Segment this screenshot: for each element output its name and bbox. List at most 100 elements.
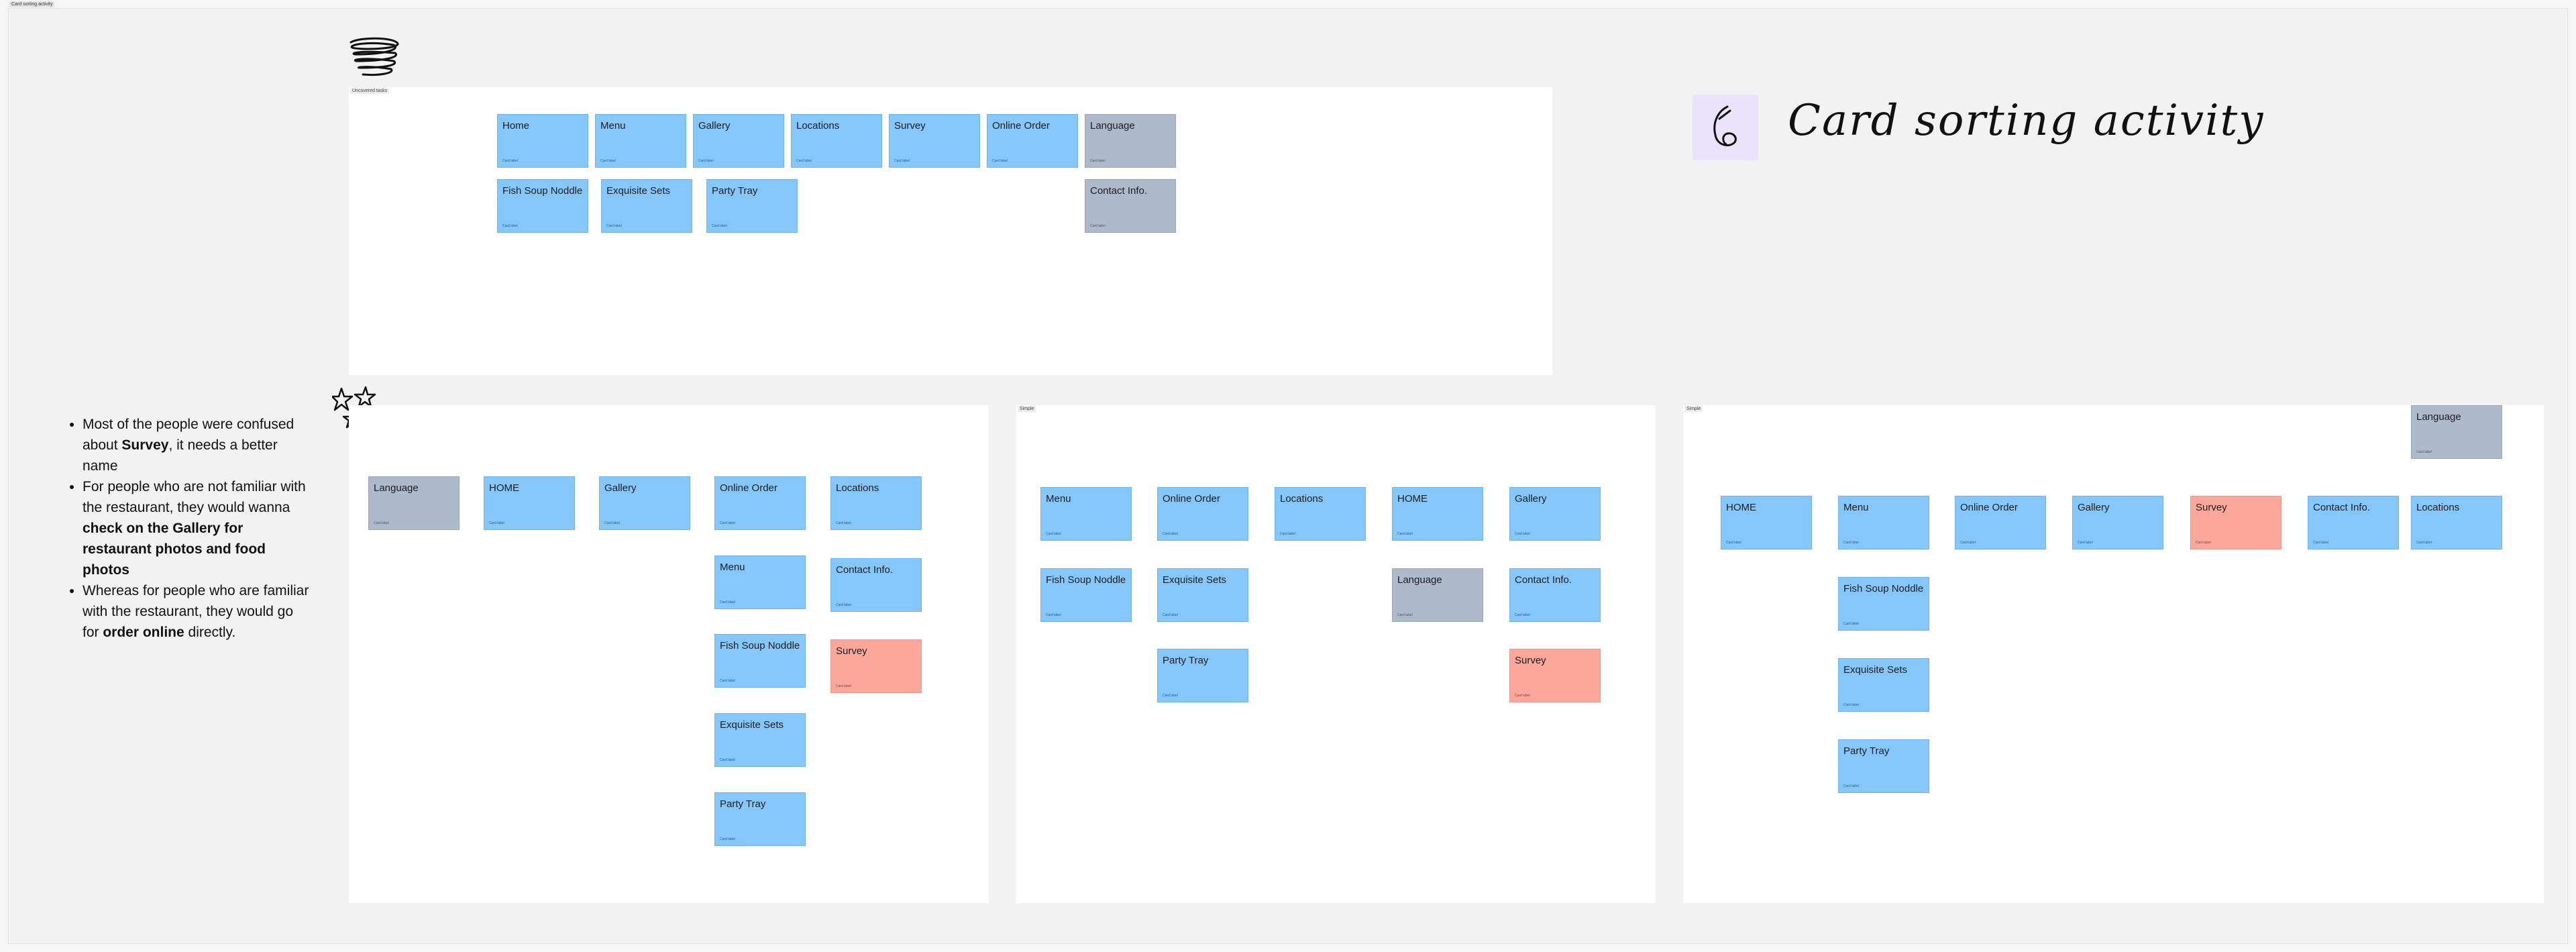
note-item: For people who are not familiar with the…	[83, 476, 312, 580]
card-title: Exquisite Sets	[1843, 664, 1908, 676]
card-title: Language	[1090, 120, 1135, 131]
card-title: Language	[374, 482, 419, 494]
card-title: Survey	[2196, 502, 2227, 513]
section-label: Simple	[1018, 406, 1036, 412]
card-title: Exquisite Sets	[606, 185, 671, 197]
card-meta: Card label	[720, 600, 735, 604]
card-contact-info[interactable]: Contact Info.Card label	[1085, 179, 1176, 233]
card-meta: Card label	[836, 521, 851, 525]
card-meta: Card label	[992, 159, 1008, 163]
card-title: Online Order	[720, 482, 777, 494]
card-title: Gallery	[698, 120, 731, 131]
section-label: Uncovered tasks	[350, 88, 390, 94]
card-title: Exquisite Sets	[1163, 574, 1227, 586]
card-title: Fish Soup Noddle	[1046, 574, 1126, 586]
card-meta: Card label	[1163, 694, 1178, 698]
card-title: Party Tray	[1843, 745, 1890, 757]
card-meta: Card label	[1843, 541, 1859, 545]
card-title: Home	[502, 120, 530, 131]
card-title: Contact Info.	[1090, 185, 1148, 197]
card-meta: Card label	[796, 159, 812, 163]
card-meta: Card label	[502, 224, 518, 228]
section-label: Simple	[1684, 406, 1703, 412]
note-item: Most of the people were confused about S…	[83, 414, 312, 476]
card-meta: Card label	[1960, 541, 1976, 545]
card-meta: Card label	[1843, 622, 1859, 626]
card-title: Fish Soup Noddle	[1843, 583, 1924, 594]
findings-notes: Most of the people were confused about S…	[64, 414, 312, 643]
card-contact-info[interactable]: Contact Info.Card label	[1509, 568, 1601, 622]
card-meta: Card label	[1046, 532, 1061, 536]
card-title: Locations	[796, 120, 840, 131]
card-title: HOME	[1397, 493, 1428, 505]
card-meta: Card label	[698, 159, 714, 163]
card-contact-info[interactable]: Contact Info. Card label	[830, 558, 922, 612]
card-meta: Card label	[2416, 450, 2432, 454]
card-title: Language	[2416, 411, 2461, 423]
card-meta: Card label	[606, 224, 622, 228]
card-meta: Card label	[836, 603, 851, 607]
card-meta: Card label	[1163, 532, 1178, 536]
card-meta: Card label	[1843, 703, 1859, 707]
card-title: Fish Soup Noddle	[502, 185, 583, 197]
card-title: Menu	[1843, 502, 1869, 513]
card-meta: Card label	[374, 521, 389, 525]
card-contact-info[interactable]: Contact Info. Card label	[2308, 496, 2399, 549]
card-title: Exquisite Sets	[720, 719, 784, 731]
card-meta: Card label	[2196, 541, 2211, 545]
card-title: Fish Soup Noddle	[720, 640, 800, 651]
card-meta: Card label	[720, 837, 735, 841]
card-meta: Card label	[502, 159, 518, 163]
card-title: Menu	[600, 120, 626, 131]
card-title: Contact Info.	[2313, 502, 2371, 513]
card-meta: Card label	[2313, 541, 2328, 545]
card-title: Online Order	[1960, 502, 2018, 513]
card-title: Contact Info.	[836, 564, 894, 576]
